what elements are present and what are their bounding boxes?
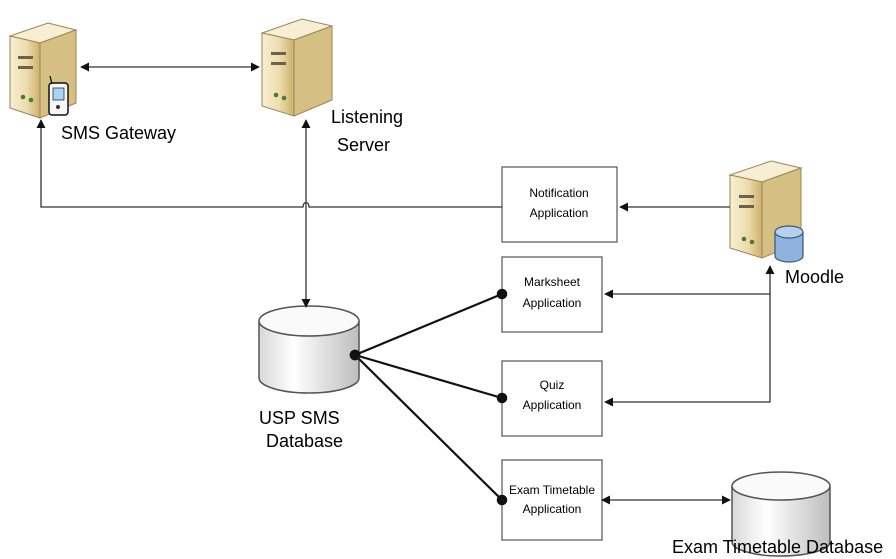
notification-application-label-line2: Application [530,206,589,220]
listening-server-label-line1: Listening [331,107,403,127]
exam-timetable-database-icon [731,471,831,557]
moodle-to-marksheet-connector [604,265,775,299]
sms-gateway-server-icon [8,22,78,119]
exam-timetable-application-label-line2: Application [523,502,582,516]
exam-timetable-application-label-line1: Exam Timetable [509,483,595,497]
marksheet-application-label-line1: Marksheet [524,275,581,289]
moodle-server-icon [728,160,804,263]
quiz-application-box [501,360,603,437]
marksheet-application-label-line2: Application [523,296,582,310]
marksheet-application-box [501,256,603,333]
moodle-label: Moodle [785,267,844,287]
listening-server-icon [260,18,334,117]
exam-timetable-database-label: Exam Timetable Database [672,537,883,557]
sms-gateway-label: SMS Gateway [61,123,176,143]
quiz-application-label-line1: Quiz [540,378,565,392]
mobile-phone-icon [48,75,69,116]
usp-sms-database-icon [258,305,360,394]
listening-server-label-line2: Server [337,135,390,155]
usp-sms-label-line2: Database [266,431,343,451]
database-to-exam-timetable-link [349,349,508,506]
moodle-database-cylinder-icon [774,225,804,263]
exam-timetable-application-box [501,459,603,541]
quiz-application-label-line2: Application [523,398,582,412]
notification-application-label-line1: Notification [529,186,588,200]
usp-sms-label-line1: USP SMS [259,408,340,428]
notification-application-box [501,166,618,243]
moodle-to-quiz-connector [604,294,771,407]
database-to-marksheet-link [349,288,508,361]
